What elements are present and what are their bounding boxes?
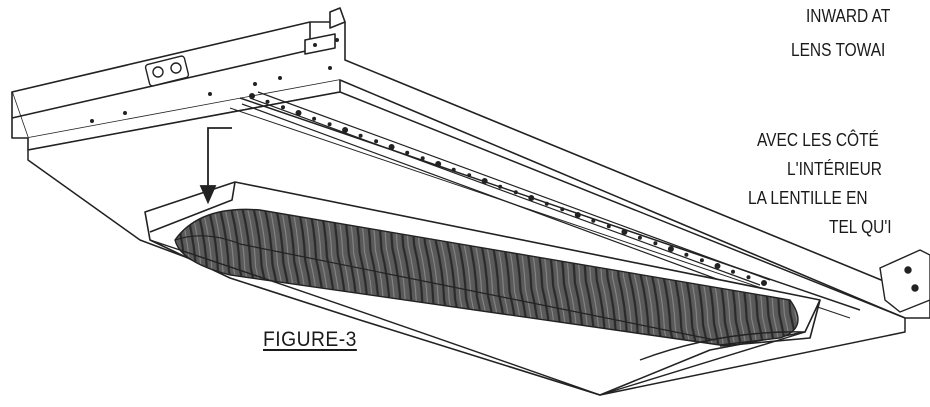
- end-bracket: [879, 249, 930, 313]
- led-dot: [249, 93, 255, 99]
- callout-fr-line-4: TEL QU'I: [829, 217, 892, 237]
- led-dot: [281, 105, 285, 110]
- down-arrow-icon: [199, 127, 232, 205]
- led-dot: [746, 275, 751, 280]
- callout-fr-line-3: LA LENTILLE EN: [748, 188, 868, 208]
- led-dot: [481, 178, 488, 184]
- led-dot: [667, 246, 674, 252]
- lens-edge: [149, 239, 806, 396]
- led-dot: [637, 235, 642, 240]
- led-dot: [358, 133, 363, 138]
- ribbed-lens: [174, 208, 799, 346]
- led-dot: [265, 99, 270, 104]
- callout-en-line-2: LENS TOWAI: [791, 40, 886, 60]
- led-dot: [560, 207, 565, 212]
- led-dot: [420, 156, 425, 161]
- led-dot: [528, 195, 535, 201]
- rivets: [90, 38, 339, 123]
- led-dot: [714, 263, 721, 269]
- led-dot: [761, 280, 767, 286]
- led-dot: [405, 150, 410, 155]
- led-dot: [435, 161, 442, 167]
- led-dot: [544, 201, 549, 206]
- led-dot: [513, 190, 518, 195]
- figure-label: FIGURE-3: [263, 328, 357, 351]
- led-dot: [574, 212, 581, 218]
- led-dot: [731, 269, 735, 274]
- led-dot: [591, 218, 596, 223]
- led-dot: [653, 241, 658, 246]
- led-dot: [606, 224, 611, 229]
- led-dot: [374, 139, 379, 144]
- led-dot: [342, 127, 349, 133]
- led-dot: [312, 116, 317, 121]
- led-dot: [388, 144, 395, 150]
- led-dot: [451, 167, 456, 172]
- callout-fr-line-1: AVEC LES CÔTÉ: [757, 130, 879, 150]
- led-dot: [498, 184, 503, 189]
- callout-en-line-1: INWARD AT: [806, 6, 891, 26]
- led-dot: [467, 173, 472, 178]
- housing-frame: [11, 7, 930, 319]
- led-dot: [295, 110, 302, 116]
- led-dot: [699, 258, 704, 263]
- led-dots: [249, 93, 767, 286]
- led-strip: [241, 91, 771, 293]
- led-dot: [327, 122, 332, 127]
- led-dot: [684, 252, 689, 257]
- callout-fr-line-2: L'INTÉRIEUR: [787, 159, 882, 179]
- led-dot: [621, 229, 628, 235]
- junction-box: [144, 55, 190, 87]
